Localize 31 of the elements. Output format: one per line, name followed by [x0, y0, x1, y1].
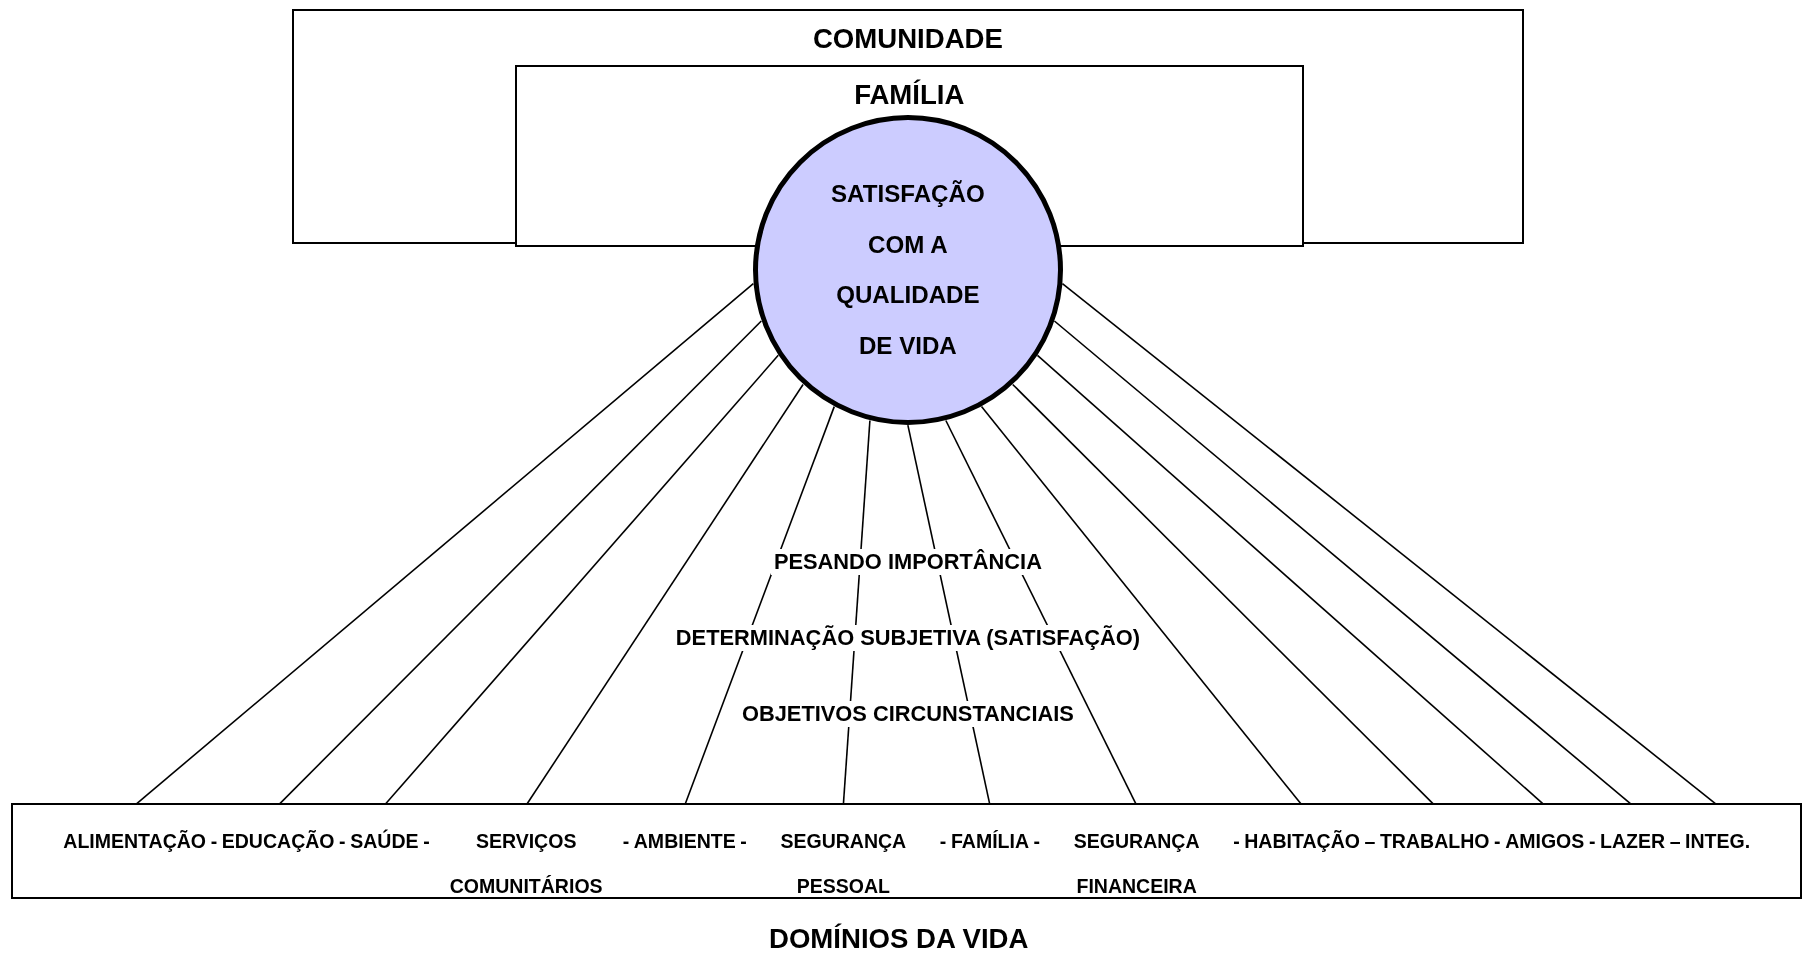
domain-label: SEGURANÇA FINANCEIRA: [1044, 805, 1229, 909]
circle-text: SATISFAÇÃO COM A QUALIDADE DE VIDA: [830, 178, 986, 361]
domain-label: SAÚDE: [350, 805, 419, 864]
separator-dash: -: [423, 829, 430, 855]
box-title: FAMÍLIA: [853, 78, 966, 111]
domain-label: LAZER: [1600, 805, 1666, 864]
domain-label: SERVIÇOS COMUNITÁRIOS: [434, 805, 619, 909]
separator-dash: -: [339, 829, 346, 855]
domain-label: FAMÍLIA: [950, 805, 1029, 864]
domain-label: INTEG.: [1685, 805, 1751, 864]
domain-box: [11, 803, 1802, 899]
box-title: COMUNIDADE: [811, 22, 1004, 55]
middle-label: PESANDO IMPORTÂNCIA: [770, 549, 1045, 576]
separator-dash: -: [1494, 829, 1501, 855]
separator-dash: -: [740, 829, 747, 855]
caption: DOMÍNIOS DA VIDA: [768, 922, 1029, 955]
domain-label: ALIMENTAÇÃO: [63, 805, 207, 864]
domain-label: SEGURANÇA PESSOAL: [751, 805, 936, 909]
domain-label: AMBIENTE: [633, 805, 736, 864]
separator-dash: -: [1233, 829, 1240, 855]
separator-dash: –: [1669, 829, 1681, 855]
domain-label: TRABALHO: [1379, 805, 1490, 864]
domain-label: HABITAÇÃO: [1244, 805, 1360, 864]
separator-dash: -: [210, 829, 218, 855]
domain-label: AMIGOS: [1505, 805, 1585, 864]
separator-dash: -: [939, 829, 947, 855]
separator-dash: –: [1364, 829, 1376, 855]
separator-dash: -: [1033, 829, 1041, 855]
separator-dash: -: [1588, 829, 1596, 855]
separator-dash: -: [622, 829, 630, 855]
domain-label: EDUCAÇÃO: [221, 805, 335, 864]
